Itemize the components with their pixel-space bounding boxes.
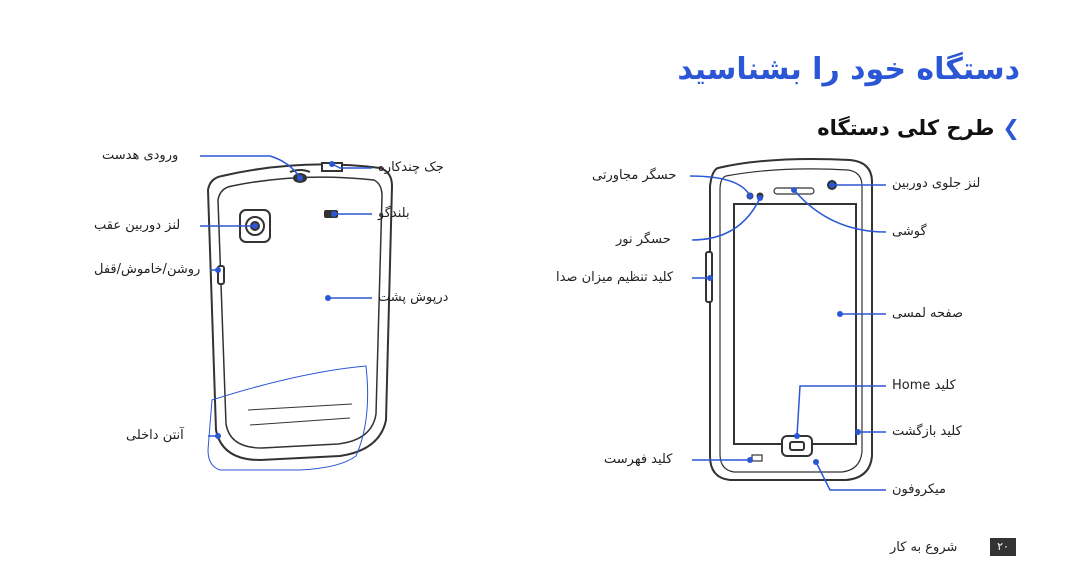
label-headset-jack: ورودی هدست (102, 148, 179, 163)
label-back-key: کلید بازگشت (892, 424, 962, 439)
label-proximity-sensor: حسگر نور (616, 232, 671, 247)
label-touch-screen: صفحه لمسی (892, 306, 964, 321)
antenna-area-outline (207, 365, 369, 471)
front-leader-dots (707, 182, 861, 465)
chevron-icon: ❯ (1002, 116, 1020, 140)
front-phone-illustration (705, 158, 873, 481)
page-number: ۲۰ (990, 538, 1016, 556)
label-back-cover: درپوش پشت (378, 290, 449, 305)
label-volume-key: کلید تنظیم میزان صدا (556, 270, 674, 285)
label-internal-antenna: آنتن داخلی (126, 428, 184, 443)
back-phone-illustration (206, 162, 394, 462)
page-title: دستگاه خود را بشناسید (677, 52, 1020, 87)
section-heading-text: طرح کلی دستگاه (817, 116, 995, 140)
label-microphone: میکروفون (892, 482, 946, 497)
label-power-key: روشن/خاموش/قفل (94, 262, 201, 277)
section-heading: ❯ طرح کلی دستگاه (817, 116, 1020, 140)
back-leader-dots (215, 161, 337, 439)
label-light-sensor: حسگر مجاورتی (592, 168, 677, 183)
label-menu-key: کلید فهرست (604, 452, 673, 467)
footer-section: شروع به کار (890, 540, 958, 555)
label-speaker: بلندگو (378, 206, 410, 221)
label-front-camera: لنز جلوی دوربین (892, 176, 981, 191)
label-charger-jack: جک چندکاره (378, 160, 444, 175)
label-home-key: کلید Home (892, 378, 956, 393)
label-rear-camera: لنز دوربین عقب (94, 218, 181, 233)
label-earpiece: گوشی (892, 224, 927, 239)
